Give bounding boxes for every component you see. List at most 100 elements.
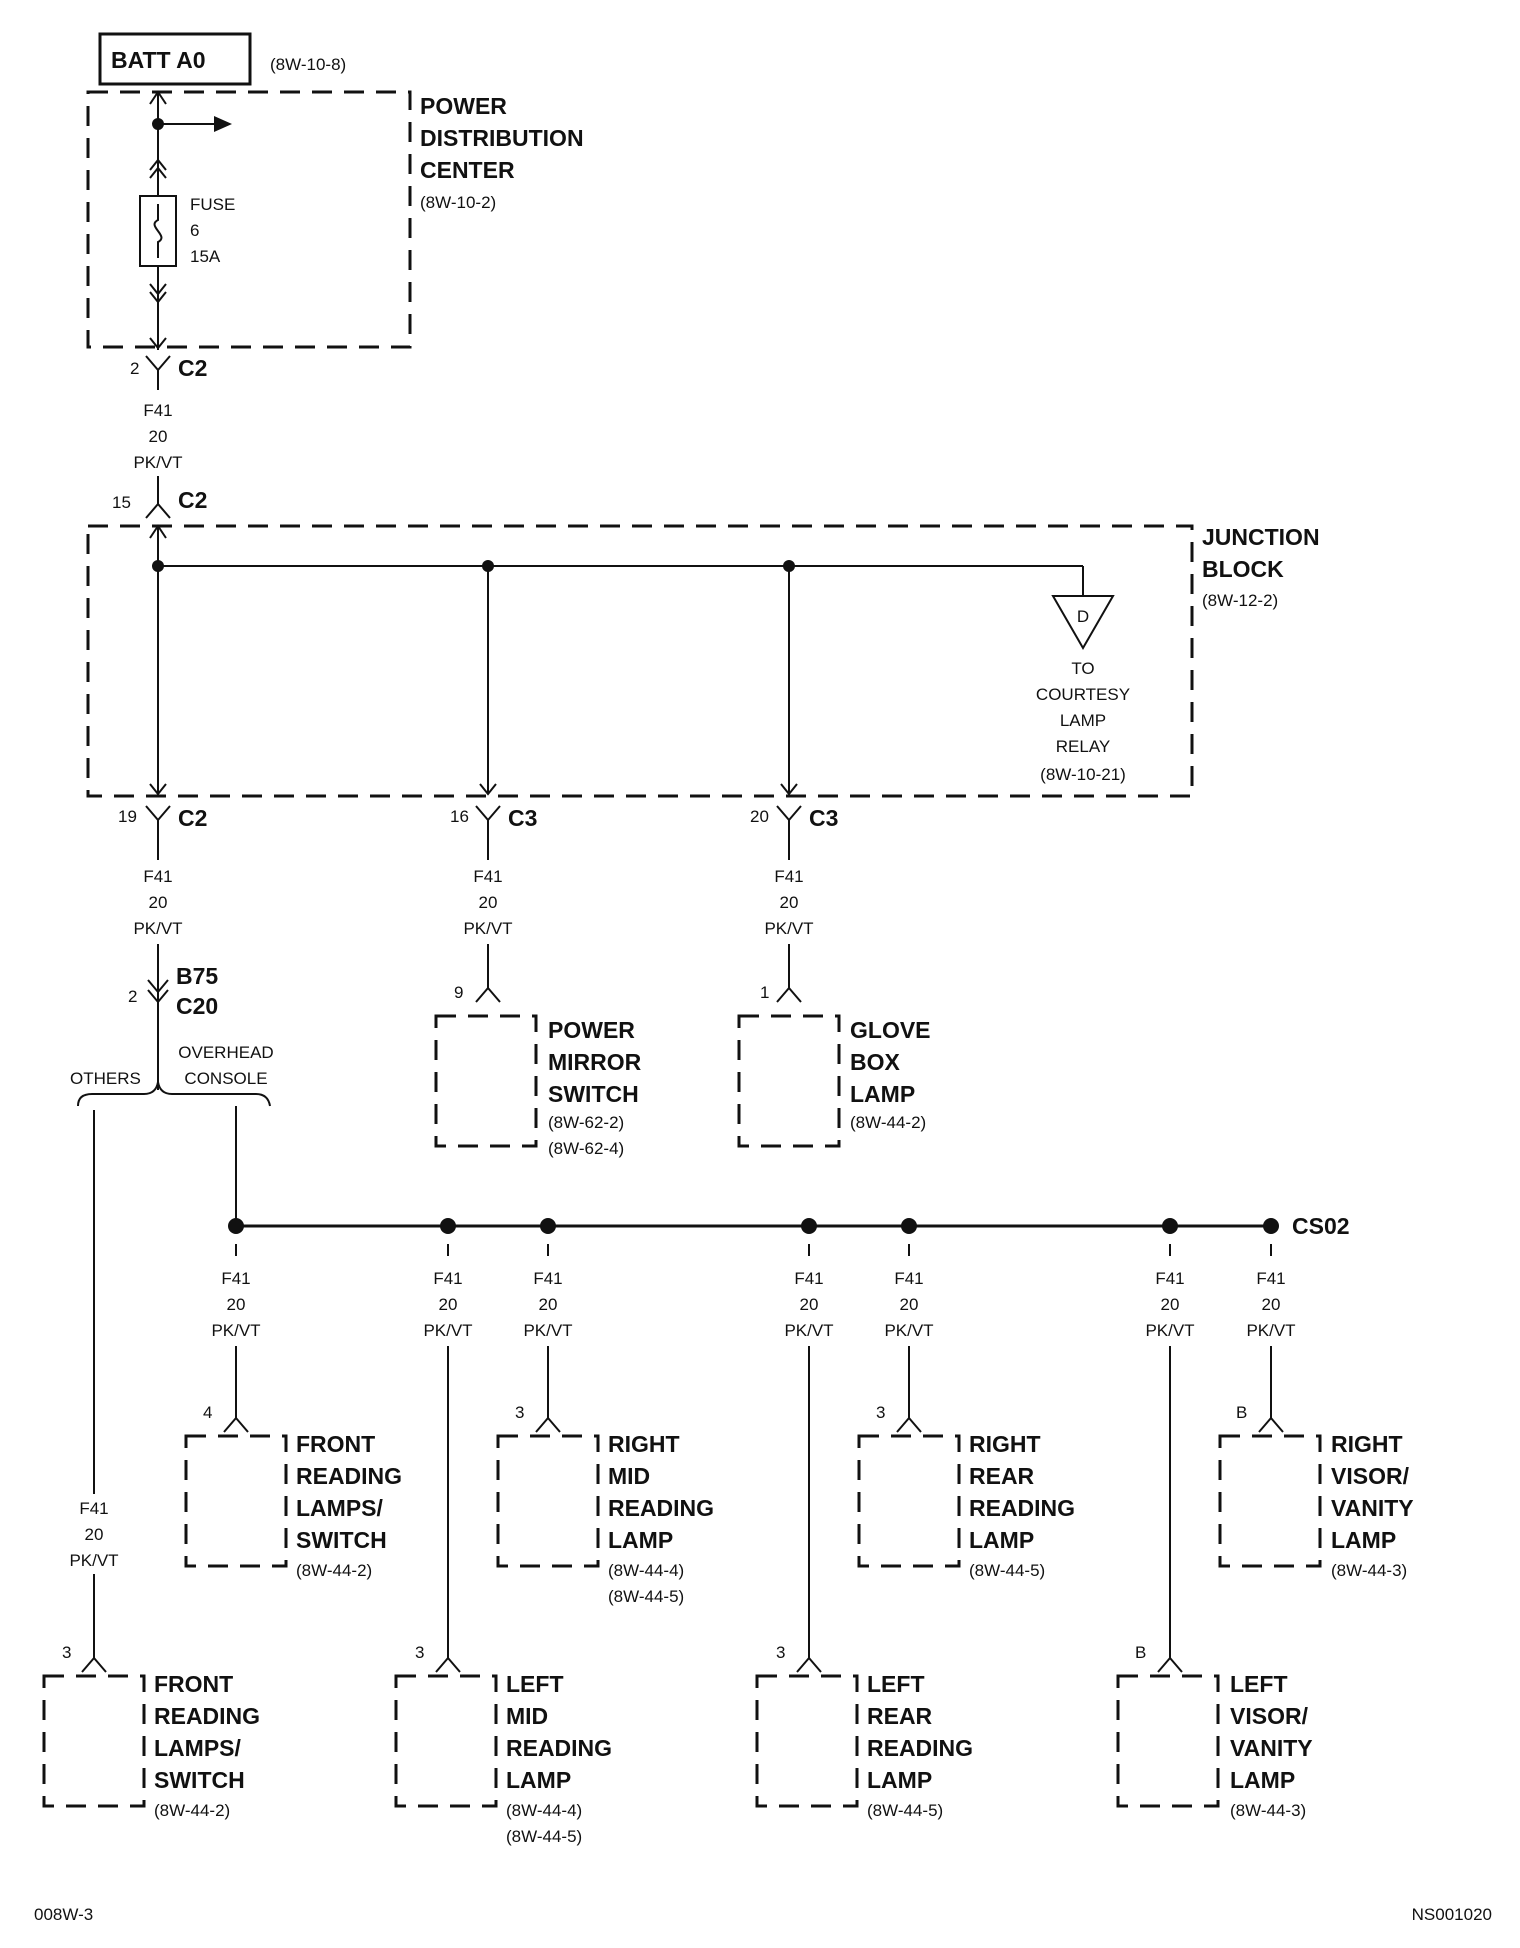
component-name-line: LEFT: [1230, 1671, 1288, 1697]
component-name-line: GLOVE: [850, 1017, 931, 1043]
component-right-visor-vanity-lamp: B RIGHT VISOR/ VANITY LAMP (8W-44-3): [1218, 1403, 1414, 1580]
pdc-exit-arrow: [149, 337, 167, 350]
component-name-line: FRONT: [154, 1671, 233, 1697]
pdc-name-3: CENTER: [420, 157, 515, 183]
wire-label-circuit: F41: [774, 867, 803, 886]
wire-label-gauge: 20: [149, 893, 168, 912]
component-pin-connector: [796, 1656, 822, 1673]
branch-overhead-1: OVERHEAD: [178, 1043, 273, 1062]
junction-block-enclosure: [86, 524, 1194, 798]
wire-label-group: F41 20 PK/VT: [1145, 1269, 1194, 1340]
branch-overhead-2: CONSOLE: [184, 1069, 267, 1088]
pdc-branch-arrow: [214, 116, 232, 132]
inline-connector-mark: [147, 979, 169, 994]
component-ref: (8W-44-5): [867, 1801, 943, 1820]
courtesy-line-5: (8W-10-21): [1040, 765, 1126, 784]
component-left-rear-reading-lamp: 3 LEFT REAR READING LAMP (8W-44-5): [755, 1643, 973, 1820]
component-name-line: POWER: [548, 1017, 635, 1043]
component-name-line: LEFT: [867, 1671, 925, 1697]
component-name-line: LAMP: [969, 1527, 1034, 1553]
wire-label-gauge: 20: [1262, 1295, 1281, 1314]
component-pin-connector: [81, 1656, 107, 1673]
wire-label-gauge: 20: [439, 1295, 458, 1314]
pdc-name-1: POWER: [420, 93, 507, 119]
component-ref: (8W-62-4): [548, 1139, 624, 1158]
component-name-line: LAMP: [1230, 1767, 1295, 1793]
branch-others: OTHERS: [70, 1069, 141, 1088]
wire-label-circuit: F41: [473, 867, 502, 886]
component-pin: 3: [515, 1403, 524, 1422]
component-box: [755, 1674, 859, 1808]
pdc-ref: (8W-10-2): [420, 193, 496, 212]
component-pin-connector: [776, 986, 802, 1003]
wire-label-gauge: 20: [149, 427, 168, 446]
splice-label: CS02: [1292, 1213, 1350, 1239]
fuse-label-2: 6: [190, 221, 199, 240]
component-name-line: LAMP: [1331, 1527, 1396, 1553]
jb-exit-arrow: [149, 783, 167, 796]
courtesy-line-4: RELAY: [1056, 737, 1111, 756]
component-name-line: RIGHT: [1331, 1431, 1403, 1457]
component-pin-connector: [1258, 1416, 1284, 1433]
wire-label-gauge: 20: [479, 893, 498, 912]
wire-label-color: PK/VT: [423, 1321, 472, 1340]
wire-label-gauge: 20: [780, 893, 799, 912]
wire-label-gauge: 20: [85, 1525, 104, 1544]
wire-label-gauge: 20: [1161, 1295, 1180, 1314]
wire-label-group: F41 20 PK/VT: [133, 867, 182, 938]
pdc-connector-mark: [149, 283, 167, 296]
component-name-line: LAMP: [608, 1527, 673, 1553]
component-power-mirror-switch: 9 POWER MIRROR SWITCH (8W-62-2) (8W-62-4…: [434, 944, 642, 1158]
pdc-entry-arrow: [149, 90, 167, 105]
component-front-reading-lamps-upper: 4 FRONT READING LAMPS/ SWITCH (8W-44-2): [184, 1403, 402, 1580]
component-name-line: MID: [608, 1463, 650, 1489]
wire-label-group: F41 20 PK/VT: [764, 867, 813, 938]
component-pin: 3: [415, 1643, 424, 1662]
component-ref: (8W-44-2): [154, 1801, 230, 1820]
inline-name-2: C20: [176, 993, 218, 1019]
component-name-line: MIRROR: [548, 1049, 642, 1075]
inline-connector-mark: [147, 989, 169, 1004]
component-ref: (8W-44-3): [1331, 1561, 1407, 1580]
connector-c2-pdc: [145, 355, 171, 390]
pdc-enclosure: [86, 90, 412, 349]
wire-label-color: PK/VT: [1246, 1321, 1295, 1340]
wire-label-color: PK/VT: [884, 1321, 933, 1340]
jb-exit-arrow: [780, 783, 798, 796]
wire-label-circuit: F41: [1155, 1269, 1184, 1288]
wire-label-color: PK/VT: [133, 919, 182, 938]
bus-node-dot: [1162, 1218, 1178, 1234]
jb-out1-name: C2: [178, 805, 207, 831]
component-box: [1116, 1674, 1220, 1808]
batt-ref: (8W-10-8): [270, 55, 346, 74]
component-pin-connector: [475, 986, 501, 1003]
component-name-line: RIGHT: [969, 1431, 1041, 1457]
connector-c3-glove: [776, 805, 802, 860]
component-pin-connector: [896, 1416, 922, 1433]
component-ref: (8W-44-4): [608, 1561, 684, 1580]
courtesy-line-2: COURTESY: [1036, 685, 1130, 704]
component-name-line: RIGHT: [608, 1431, 680, 1457]
wire-label-group: F41 20 PK/VT: [523, 1269, 572, 1340]
wire-label-gauge: 20: [800, 1295, 819, 1314]
component-pin: 4: [203, 1403, 212, 1422]
component-right-mid-reading-lamp: 3 RIGHT MID READING LAMP (8W-44-4) (8W-4…: [496, 1403, 714, 1606]
component-name-line: REAR: [867, 1703, 933, 1729]
wire-label-color: PK/VT: [211, 1321, 260, 1340]
bus-node-dot: [540, 1218, 556, 1234]
component-name-line: LAMPS/: [154, 1735, 242, 1761]
component-box: [184, 1434, 288, 1568]
component-name-line: READING: [506, 1735, 612, 1761]
wire-label-group: F41 20 PK/VT: [211, 1269, 260, 1340]
footer-right-code: NS001020: [1412, 1905, 1492, 1924]
jb-out1-pin: 19: [118, 807, 137, 826]
component-pin: B: [1135, 1643, 1146, 1662]
component-name-line: VANITY: [1230, 1735, 1313, 1761]
pdc-connector-mark: [149, 291, 167, 304]
courtesy-tag: D: [1077, 607, 1089, 626]
wire-label-gauge: 20: [900, 1295, 919, 1314]
wire-label-circuit: F41: [143, 401, 172, 420]
component-pin-connector: [223, 1416, 249, 1433]
jb-name-2: BLOCK: [1202, 556, 1284, 582]
courtesy-line-1: TO: [1071, 659, 1094, 678]
